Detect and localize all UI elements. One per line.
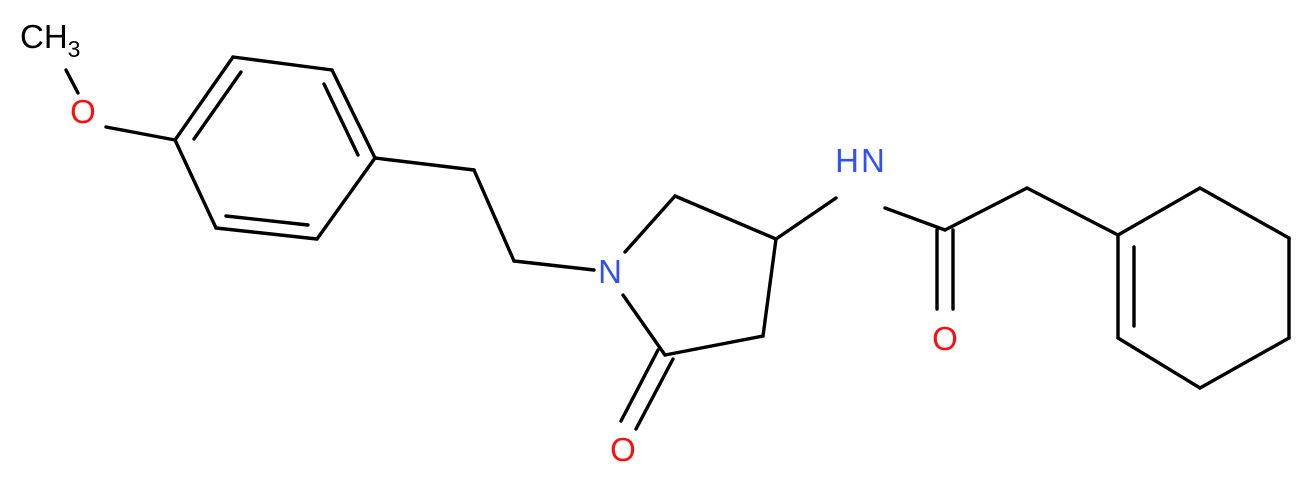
bond-ch2-ch2 — [472, 168, 516, 263]
bond-aryl-ch2 — [373, 156, 476, 172]
bond-aryl-3-inner — [322, 82, 360, 157]
atom-labels: CH3 O N O HN O — [20, 18, 958, 468]
bond-chx-5 — [1116, 336, 1202, 390]
bond-aryl-1-inner — [192, 70, 243, 141]
bond-aryl-3 — [330, 68, 377, 160]
bond-o-aryl — [104, 125, 177, 142]
bond-ch2-n — [512, 259, 596, 272]
bond-c4-c5 — [663, 334, 765, 357]
atom-label-nh-amide: HN — [835, 142, 885, 179]
bond-chx-1 — [1116, 186, 1202, 237]
bond-ch2-cyclohexenyl — [1025, 186, 1120, 237]
bonds — [64, 55, 1291, 431]
bond-aryl-1 — [173, 55, 235, 142]
bond-lactam-co-b — [634, 357, 675, 431]
bond-c2-c3 — [673, 194, 778, 241]
bond-nh-co — [883, 206, 947, 232]
atom-label-n-ring: N — [598, 253, 622, 290]
bond-ch3-o — [64, 68, 80, 95]
bond-chx-2 — [1198, 186, 1291, 240]
bond-c5-n — [621, 293, 667, 357]
bond-aryl-5-inner — [224, 214, 310, 227]
bond-lactam-co-a — [619, 348, 660, 423]
bond-co-ch2 — [943, 186, 1029, 232]
atom-label-o-methoxy: O — [70, 93, 96, 130]
bond-aryl-5 — [214, 226, 319, 241]
bond-aryl-4 — [315, 156, 377, 241]
bond-aryl-6 — [173, 138, 218, 230]
bond-n-c2 — [623, 194, 677, 254]
bond-aryl-2 — [231, 55, 334, 72]
atom-label-o-lactam: O — [610, 431, 636, 468]
bond-c3-c4 — [761, 237, 778, 338]
atom-label-ch3: CH3 — [20, 18, 80, 62]
bond-chx-4 — [1198, 336, 1291, 390]
bond-c3-nh — [774, 196, 838, 241]
atom-label-o-amide: O — [932, 320, 958, 357]
